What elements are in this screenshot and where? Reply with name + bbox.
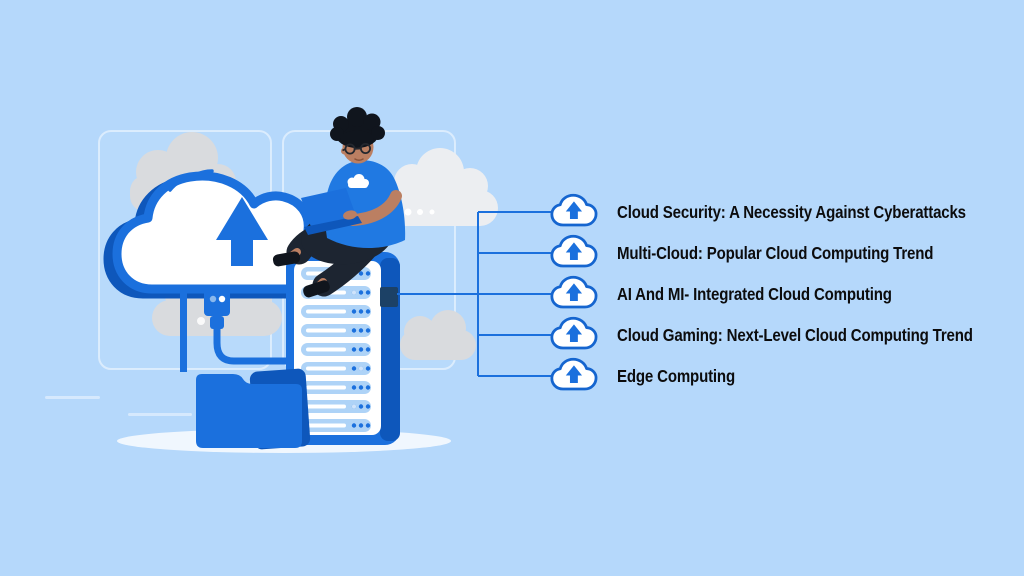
plug-cable-icon — [180, 287, 287, 372]
trend-item: Multi-Cloud: Popular Cloud Computing Tre… — [550, 233, 985, 273]
trend-item: Cloud Gaming: Next-Level Cloud Computing… — [550, 315, 1024, 355]
cloud-upload-icon — [550, 316, 602, 354]
trend-label: Cloud Gaming: Next-Level Cloud Computing… — [617, 324, 973, 345]
shirt-cloud-logo — [347, 174, 369, 188]
upload-cloud-icon — [108, 169, 330, 294]
glasses-icon — [342, 142, 371, 155]
cloud-upload-icon — [550, 275, 602, 313]
folder-icon — [196, 368, 311, 450]
trend-item: Cloud Security: A Necessity Against Cybe… — [550, 192, 1023, 232]
trend-label: Edge Computing — [617, 365, 735, 386]
trend-item: AI And MI- Integrated Cloud Computing — [550, 274, 937, 314]
laptop-icon — [301, 188, 356, 227]
gray-cloud-right-mid — [400, 310, 476, 360]
trend-label: Multi-Cloud: Popular Cloud Computing Tre… — [617, 242, 934, 263]
connector-lines — [397, 211, 552, 377]
server-port — [380, 287, 398, 307]
upload-arrow-icon — [216, 197, 268, 266]
trend-item: Edge Computing — [550, 356, 754, 396]
trend-label: AI And MI- Integrated Cloud Computing — [617, 283, 892, 304]
person-with-laptop-icon — [272, 107, 406, 298]
white-cloud-right — [388, 148, 498, 226]
cloud-upload-icon — [550, 234, 602, 272]
cloud-upload-icon — [550, 193, 602, 231]
trend-label: Cloud Security: A Necessity Against Cybe… — [617, 201, 966, 222]
cloud-upload-icon — [550, 357, 602, 395]
server-rack-icon — [286, 252, 400, 445]
